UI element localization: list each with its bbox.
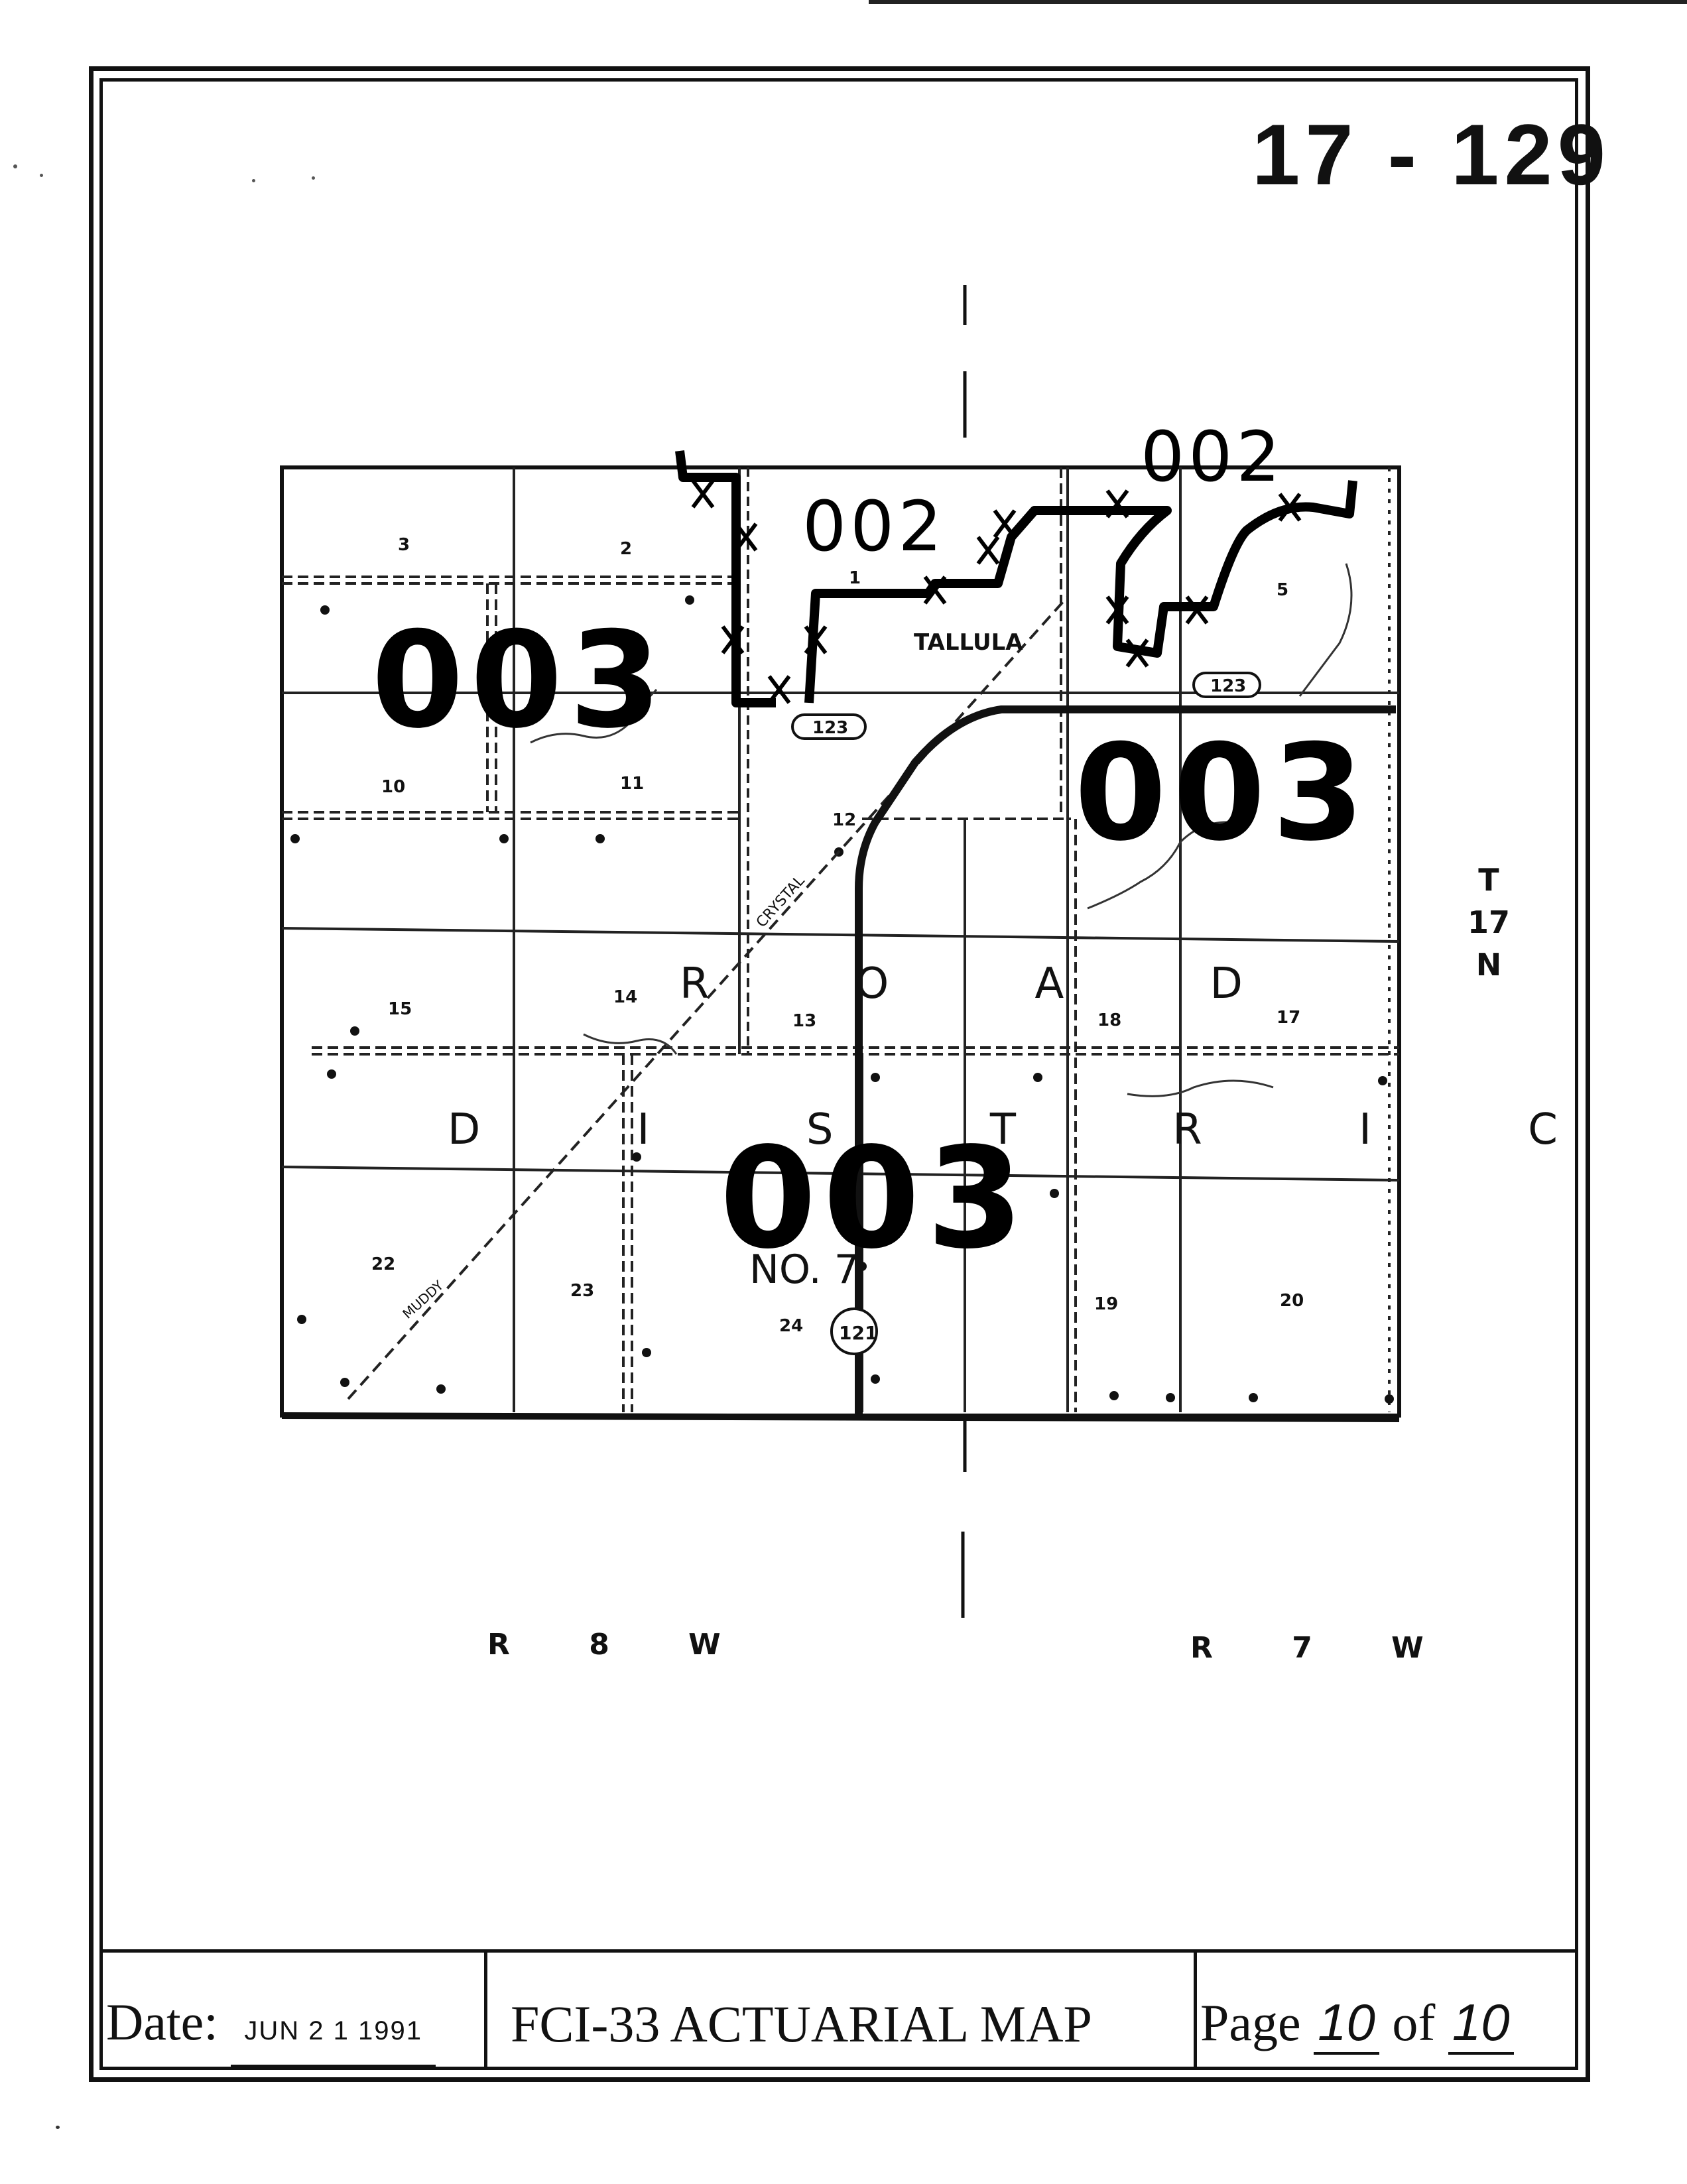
document-title: FCI-33 ACTUARIAL MAP xyxy=(511,1995,1092,2053)
zone-label-003-south: 003 xyxy=(719,1117,1030,1280)
scan-speck xyxy=(312,176,315,180)
footer-divider xyxy=(1194,1952,1197,2070)
page-total: 10 xyxy=(1448,1992,1514,2055)
county-road-marker-a xyxy=(791,713,867,740)
creek-lines xyxy=(530,563,1353,1097)
section-number: 12 xyxy=(832,810,856,830)
section-number: 5 xyxy=(1277,580,1288,600)
zone-label-003-northwest: 003 xyxy=(371,603,668,758)
district-name-top: R O A D xyxy=(680,959,1309,1008)
route-markers xyxy=(791,672,1261,1355)
handwritten-zone-labels: 002 002 003 003 003 xyxy=(371,416,1371,1280)
footer-bar xyxy=(99,1949,1578,2070)
scan-speck xyxy=(40,174,43,177)
range-line-divider xyxy=(961,285,967,1618)
scan-speck xyxy=(56,2126,60,2129)
scan-speck xyxy=(252,179,255,182)
township-number: 17 xyxy=(1467,904,1510,940)
section-number: 14 xyxy=(613,987,637,1007)
section-number: 19 xyxy=(1094,1294,1118,1314)
section-number: 13 xyxy=(792,1011,816,1031)
township-direction: N xyxy=(1475,947,1502,983)
state-highway xyxy=(855,705,1396,1416)
county-road-label-b: 123 xyxy=(1210,676,1246,696)
page-label: Page xyxy=(1200,1994,1301,2051)
page-current: 10 xyxy=(1314,1992,1379,2055)
county-road-marker-b xyxy=(1192,672,1261,698)
section-number: 18 xyxy=(1097,1010,1121,1030)
township-label: T 17 N xyxy=(1452,862,1525,983)
section-number: 23 xyxy=(570,1281,594,1301)
range-label-right: R 7 W xyxy=(1190,1631,1458,1665)
district-name-bottom: D I S T R I C T xyxy=(448,1105,1687,1154)
map-dots xyxy=(290,595,1394,1404)
zone-boundary xyxy=(675,450,1357,707)
range-label-left: R 8 W xyxy=(487,1628,755,1662)
outer-border xyxy=(89,66,1590,2082)
section-number: 2 xyxy=(620,539,632,559)
section-number: 17 xyxy=(1277,1008,1300,1028)
section-number: 20 xyxy=(1280,1291,1304,1311)
top-right-scan-line xyxy=(869,0,1687,4)
boundary-x-marks xyxy=(691,479,1302,704)
zone-label-002-east: 002 xyxy=(1141,416,1284,497)
county-road-label-a: 123 xyxy=(812,718,848,738)
inner-border xyxy=(99,78,1578,2070)
district-number: NO. 7 xyxy=(749,1246,859,1293)
section-number: 15 xyxy=(388,999,412,1019)
section-number: 22 xyxy=(371,1254,395,1274)
section-number: 11 xyxy=(620,774,644,794)
page-indicator: Page 10 of 10 xyxy=(1200,1992,1514,2055)
date-label: Date: xyxy=(106,1993,218,2051)
date-field: Date: JUN 2 1 1991 xyxy=(106,1992,436,2068)
date-value: JUN 2 1 1991 xyxy=(231,2001,436,2068)
section-number: 10 xyxy=(381,777,405,797)
highway-121-marker xyxy=(830,1307,878,1355)
document-number: 17 - 129 xyxy=(1252,106,1611,203)
highway-121-label: 121 xyxy=(839,1322,877,1344)
township-t: T xyxy=(1478,862,1499,898)
page-of: of xyxy=(1392,1994,1436,2051)
section-number: 3 xyxy=(398,535,410,555)
scan-speck xyxy=(13,164,17,168)
section-number: 1 xyxy=(849,568,861,588)
creek-label: CRYSTAL xyxy=(753,873,808,931)
section-numbers: 3 2 1 5 10 11 12 15 14 13 18 17 22 23 24… xyxy=(371,535,1304,1336)
section-number: 24 xyxy=(779,1316,803,1336)
zone-label-003-east: 003 xyxy=(1074,716,1371,871)
footer-divider xyxy=(484,1952,487,2070)
zone-label-002-west: 002 xyxy=(802,486,946,567)
town-label: TALLULA xyxy=(914,629,1023,656)
